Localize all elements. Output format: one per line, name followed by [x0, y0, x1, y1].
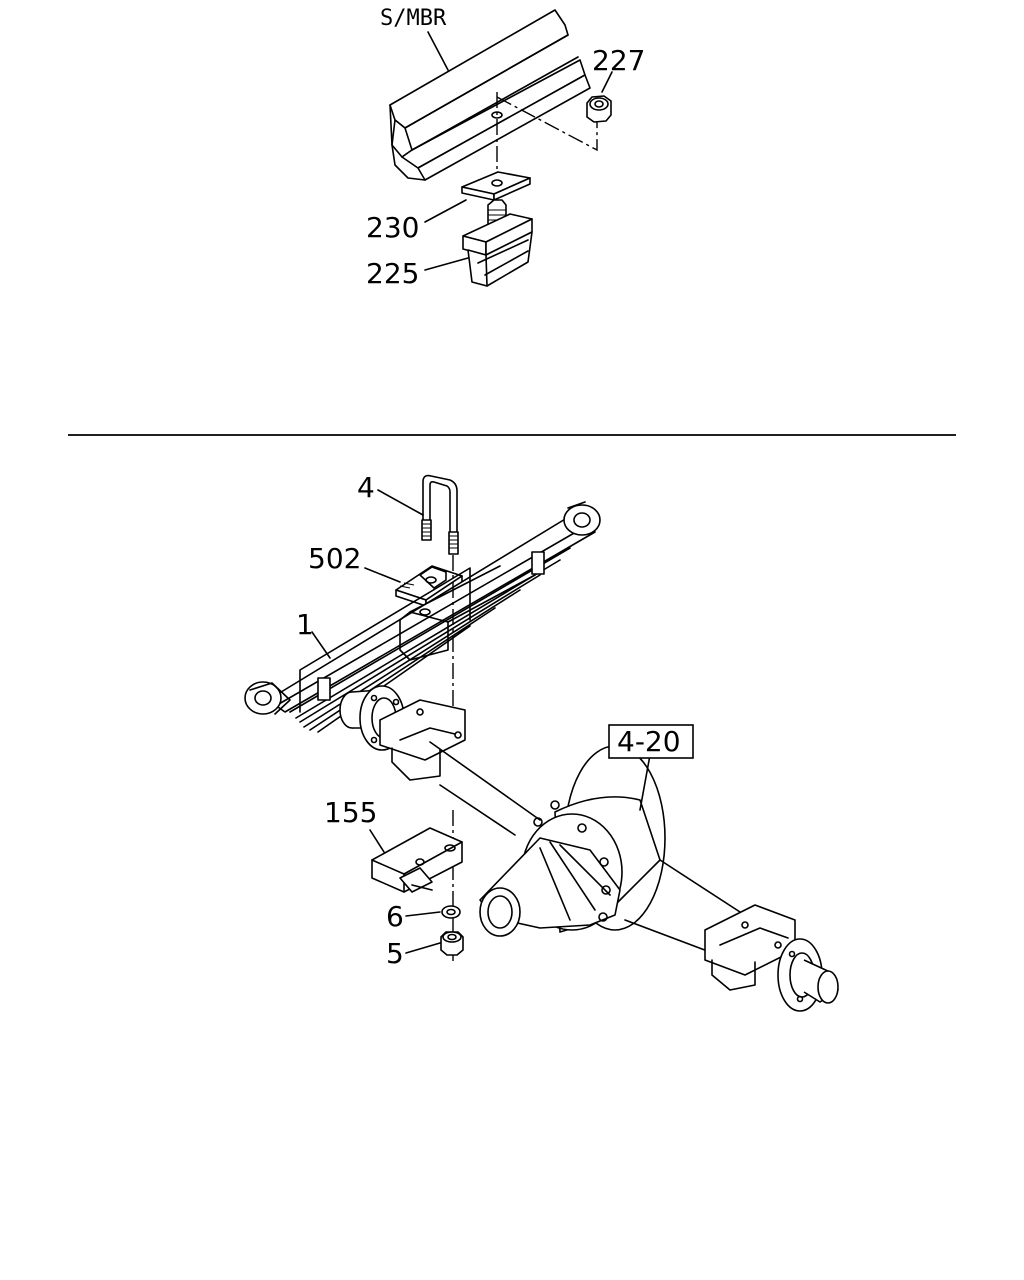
leader-502	[364, 567, 401, 583]
leader-230	[424, 199, 467, 223]
u-bolt-4	[421, 474, 459, 555]
leader-225	[424, 257, 469, 271]
lower-assembly: 4 502 1 4-20 155 6 5	[244, 471, 839, 1012]
callout-225: 225	[366, 257, 419, 290]
leader-4-20	[639, 754, 651, 811]
callout-1: 1	[296, 608, 314, 641]
callout-230: 230	[366, 211, 419, 244]
callout-502: 502	[308, 542, 361, 575]
leader-4	[377, 489, 424, 516]
leader-155	[369, 829, 385, 853]
leaf-spring-1	[244, 501, 601, 733]
nut-5	[440, 931, 464, 956]
nut-227	[586, 95, 612, 123]
callout-s-mbr: S/MBR	[380, 6, 447, 31]
axle-housing	[339, 685, 839, 1012]
callout-4-20-box	[608, 724, 694, 759]
callout-155: 155	[324, 796, 377, 829]
frame-side-member	[389, 9, 591, 181]
leader-1	[311, 631, 331, 659]
leader-6	[405, 911, 441, 917]
leader-5	[405, 942, 441, 954]
bump-stopper-225	[462, 199, 533, 287]
callout-4-20: 4-20	[617, 725, 681, 758]
nut-centerline	[496, 96, 598, 152]
bracket-plate-155	[371, 827, 463, 893]
leader-smbr	[427, 31, 449, 71]
upper-assembly: S/MBR 227 230 225	[366, 6, 645, 290]
spacer-plate-230	[461, 171, 531, 201]
washer-6	[441, 905, 461, 919]
callout-227: 227	[592, 44, 645, 77]
leader-227	[601, 71, 613, 93]
callout-5: 5	[386, 937, 404, 970]
callout-4: 4	[357, 471, 375, 504]
callout-6: 6	[386, 900, 404, 933]
